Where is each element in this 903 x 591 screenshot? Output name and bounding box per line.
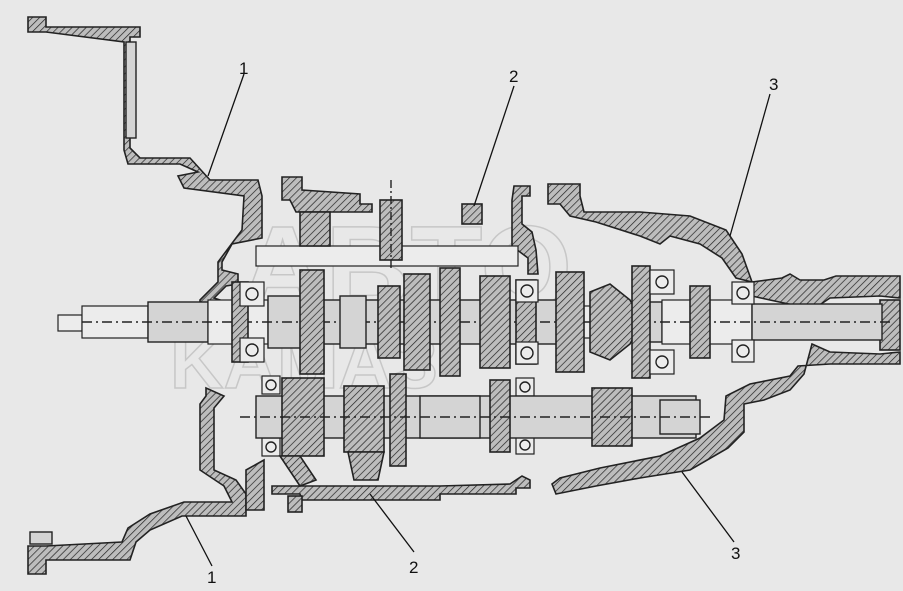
leader-lines: [185, 73, 771, 567]
countershaft: [240, 373, 710, 487]
callout-1-top: 1: [239, 59, 248, 78]
leader-1-top: [207, 73, 245, 177]
clutch-housing-part-1: [27, 16, 265, 575]
leader-2-bottom: [369, 493, 415, 553]
reverse-idler-shaft: [255, 180, 519, 270]
callout-labels: 1 2 3 1 2 3: [207, 59, 778, 587]
leader-3-bottom: [681, 471, 735, 543]
callout-1-bottom: 1: [207, 568, 216, 587]
leader-1-bottom: [185, 515, 213, 567]
callout-3-bottom: 3: [731, 544, 740, 563]
rear-housing-part-3: [547, 183, 901, 495]
callout-3-top: 3: [769, 75, 778, 94]
callout-2-top: 2: [509, 67, 518, 86]
bearings: [239, 269, 755, 457]
callout-2-bottom: 2: [409, 558, 418, 577]
gearbox-case-part-2: [271, 176, 539, 513]
input-shaft: [57, 295, 309, 349]
leader-3-top: [729, 93, 771, 237]
leader-2-top: [473, 85, 515, 207]
